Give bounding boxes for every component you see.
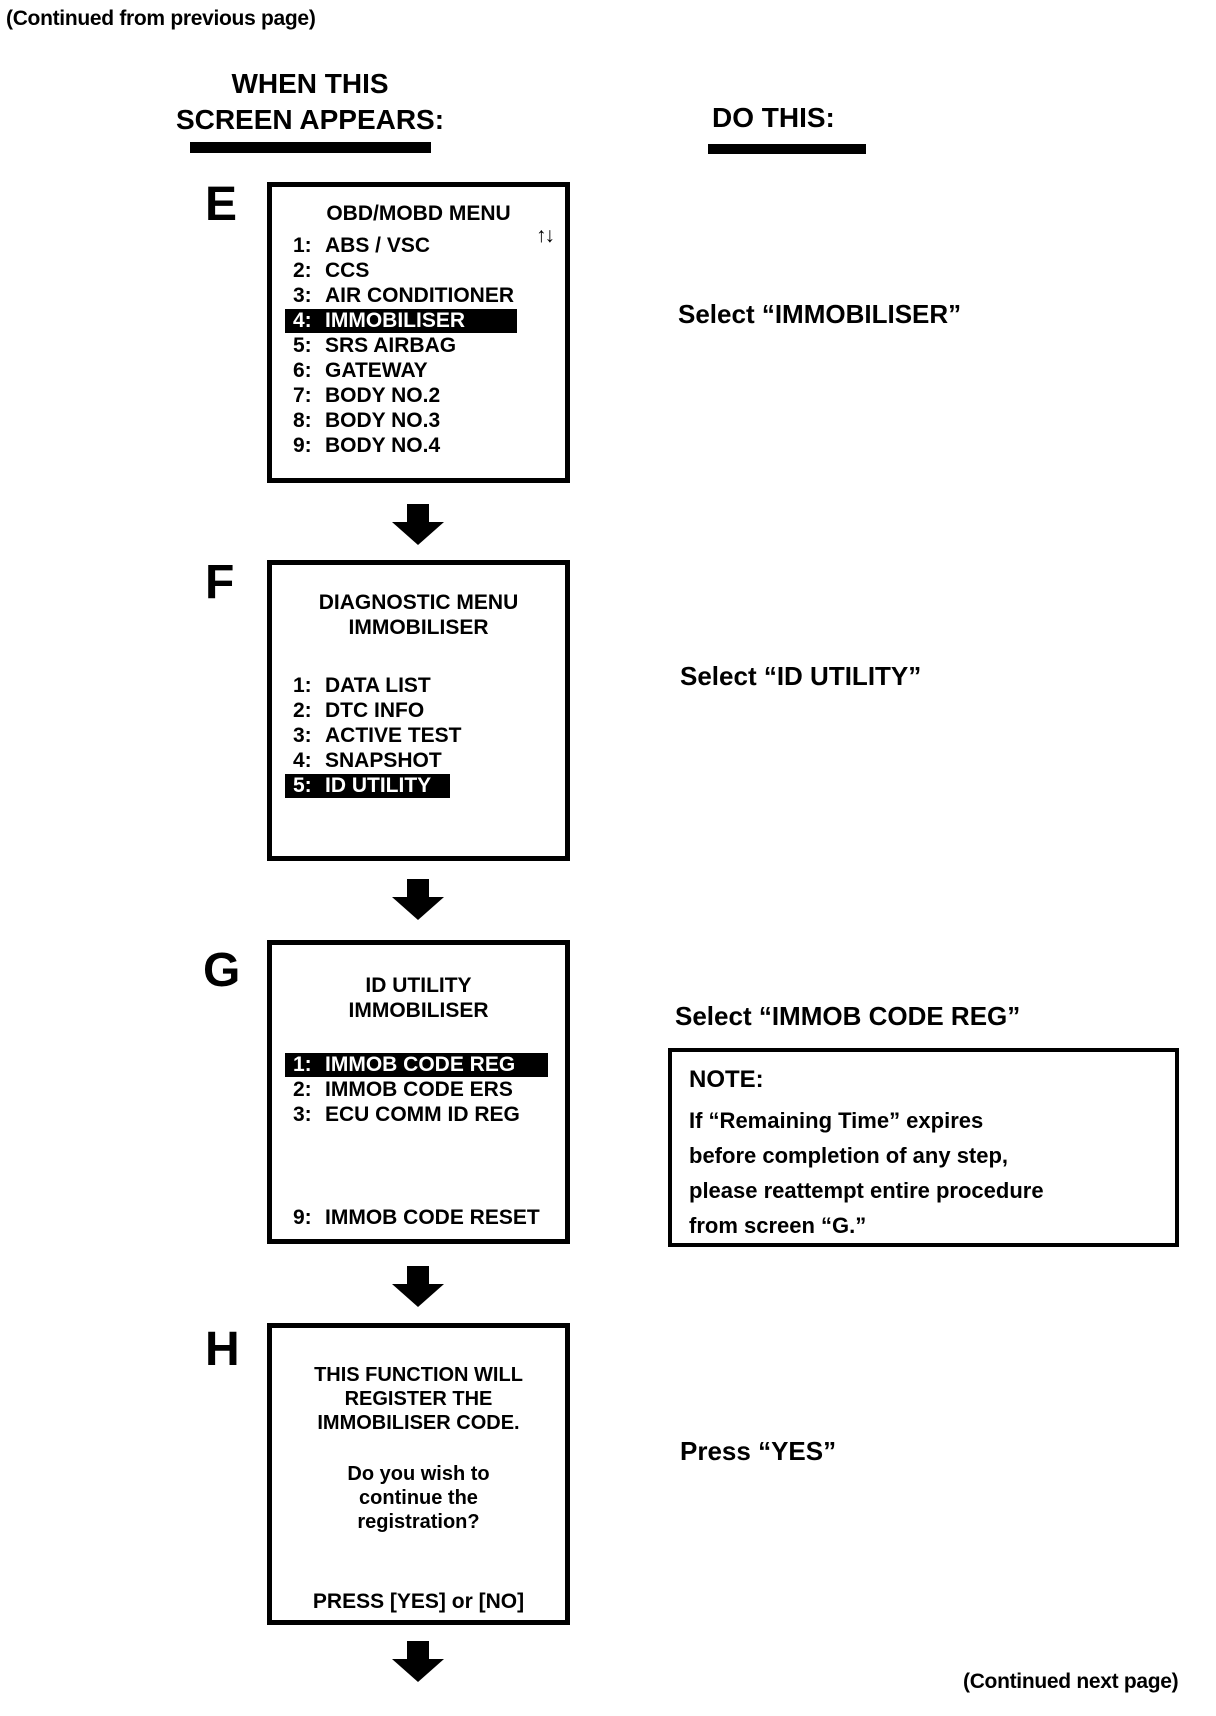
menu-item: 3:ACTIVE TEST bbox=[293, 724, 462, 747]
step-label-g: G bbox=[203, 944, 241, 997]
menu-item-label: ID UTILITY bbox=[325, 774, 432, 797]
flow-down-arrow-icon bbox=[392, 879, 444, 920]
menu-item-label: ACTIVE TEST bbox=[325, 724, 462, 747]
menu-item-label: ABS / VSC bbox=[325, 234, 431, 257]
menu-item: 1:ABS / VSC bbox=[293, 234, 431, 257]
continued-next-note: (Continued next page) bbox=[963, 1670, 1179, 1693]
note-text-line: If “Remaining Time” expires bbox=[689, 1108, 984, 1133]
menu-item-highlighted: 5:ID UTILITY bbox=[285, 773, 565, 798]
continued-from-note: (Continued from previous page) bbox=[6, 7, 316, 30]
menu-item: 9:BODY NO.4 bbox=[293, 434, 441, 457]
press-yes-instruction: Press “YES” bbox=[680, 1436, 837, 1466]
menu-item-label: BODY NO.2 bbox=[325, 384, 441, 407]
selection-highlight: 4:IMMOBILISER bbox=[285, 309, 517, 333]
menu-item: 2:CCS bbox=[293, 259, 370, 282]
menu-item-label: BODY NO.3 bbox=[325, 409, 441, 432]
menu-item-label: IMMOB CODE RESET bbox=[325, 1206, 540, 1229]
continue-question: Do you wish to continue the registration… bbox=[347, 1463, 490, 1533]
selection-highlight: 5:ID UTILITY bbox=[285, 774, 450, 798]
note-text-line: please reattempt entire procedure bbox=[689, 1178, 1044, 1203]
menu-item-label: SNAPSHOT bbox=[325, 749, 442, 772]
menu-list: 1:IMMOB CODE REG 2:IMMOB CODE ERS 3:ECU … bbox=[272, 1052, 565, 1230]
flow-down-arrow-icon bbox=[392, 1266, 444, 1307]
scroll-arrows-icon: ↑↓ bbox=[536, 224, 555, 247]
menu-item-highlighted: 4:IMMOBILISER bbox=[285, 308, 565, 333]
menu-item-label: GATEWAY bbox=[325, 359, 428, 382]
menu-item-label: IMMOB CODE REG bbox=[325, 1053, 516, 1076]
menu-gap bbox=[293, 1127, 565, 1205]
menu-item-label: IMMOB CODE ERS bbox=[325, 1078, 513, 1101]
select-immobiliser-instruction: Select “IMMOBILISER” bbox=[678, 299, 962, 329]
flow-down-arrow-icon bbox=[392, 1641, 444, 1682]
menu-list: 1:ABS / VSC 2:CCS 3:AIR CONDITIONER 4:IM… bbox=[272, 233, 565, 458]
menu-item-label: DTC INFO bbox=[325, 699, 425, 722]
screen-h-register-confirmation: THIS FUNCTION WILL REGISTER THE IMMOBILI… bbox=[267, 1323, 570, 1625]
menu-item-highlighted: 1:IMMOB CODE REG bbox=[285, 1052, 565, 1077]
step-label-e: E bbox=[205, 178, 238, 231]
menu-item-label: IMMOBILISER bbox=[325, 309, 465, 332]
header-underline bbox=[190, 142, 431, 153]
note-text: If “Remaining Time” expires before compl… bbox=[689, 1103, 1175, 1243]
menu-item-label: ECU COMM ID REG bbox=[325, 1103, 520, 1126]
menu-item: 5:SRS AIRBAG bbox=[293, 334, 457, 357]
menu-item: 4:SNAPSHOT bbox=[293, 749, 442, 772]
menu-item-label: SRS AIRBAG bbox=[325, 334, 457, 357]
note-box: NOTE: If “Remaining Time” expires before… bbox=[668, 1048, 1179, 1247]
step-label-h: H bbox=[205, 1323, 240, 1376]
header-underline bbox=[708, 144, 866, 154]
when-this-screen-appears-header: WHEN THIS SCREEN APPEARS: bbox=[170, 66, 450, 138]
menu-item: 2:IMMOB CODE ERS bbox=[293, 1078, 513, 1101]
note-heading: NOTE: bbox=[689, 1066, 764, 1093]
step-label-f: F bbox=[205, 556, 235, 609]
menu-item: 2:DTC INFO bbox=[293, 699, 425, 722]
menu-list: 1:DATA LIST 2:DTC INFO 3:ACTIVE TEST 4:S… bbox=[272, 673, 565, 798]
menu-item: 7:BODY NO.2 bbox=[293, 384, 441, 407]
screen-title: OBD/MOBD MENU bbox=[326, 202, 511, 225]
header-line: SCREEN APPEARS: bbox=[175, 104, 445, 135]
select-immob-code-reg-instruction: Select “IMMOB CODE REG” bbox=[675, 1001, 1021, 1031]
menu-item: 3:AIR CONDITIONER bbox=[293, 284, 514, 307]
note-text-line: before completion of any step, bbox=[689, 1143, 1009, 1168]
header-line: WHEN THIS bbox=[231, 68, 389, 99]
menu-item-label: DATA LIST bbox=[325, 674, 431, 697]
menu-item: 6:GATEWAY bbox=[293, 359, 428, 382]
menu-item-label: AIR CONDITIONER bbox=[325, 284, 514, 307]
menu-item: 8:BODY NO.3 bbox=[293, 409, 441, 432]
selection-highlight: 1:IMMOB CODE REG bbox=[285, 1053, 548, 1077]
menu-item-label: CCS bbox=[325, 259, 370, 282]
register-message: THIS FUNCTION WILL REGISTER THE IMMOBILI… bbox=[314, 1364, 523, 1434]
menu-item: 9:IMMOB CODE RESET bbox=[293, 1206, 540, 1229]
menu-item-label: BODY NO.4 bbox=[325, 434, 441, 457]
do-this-header: DO THIS: bbox=[712, 102, 835, 133]
screen-e-obd-mobd-menu: OBD/MOBD MENU ↑↓ 1:ABS / VSC 2:CCS 3:AIR… bbox=[267, 182, 570, 483]
note-text-line: from screen “G.” bbox=[689, 1213, 867, 1238]
flow-down-arrow-icon bbox=[392, 504, 444, 545]
menu-item: 1:DATA LIST bbox=[293, 674, 431, 697]
menu-item: 3:ECU COMM ID REG bbox=[293, 1103, 520, 1126]
select-id-utility-instruction: Select “ID UTILITY” bbox=[680, 661, 922, 691]
press-yes-no-prompt: PRESS [YES] or [NO] bbox=[312, 1590, 525, 1613]
